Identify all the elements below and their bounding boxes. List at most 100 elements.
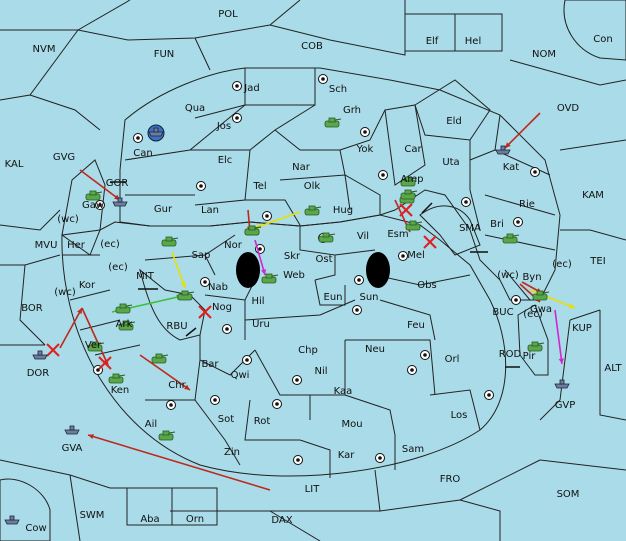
army-unit-icon[interactable] [527,341,545,352]
supply-center-dot [96,368,100,372]
adjacency-arrow-icon [421,202,433,214]
order-arrow-red [139,354,191,391]
supply-center-dot [235,84,239,88]
supply-center-dot [357,278,361,282]
order-arrow-red [79,169,121,201]
province-hel [454,13,503,52]
supply-center-dot [296,458,300,462]
army-unit-icon[interactable] [324,117,342,128]
supply-center-dot [169,403,173,407]
tunnel-east [366,252,390,288]
supply-center-dot [423,353,427,357]
army-unit-icon[interactable] [151,353,169,364]
province-pir [517,304,549,376]
supply-center-dot [213,398,217,402]
supply-center-dot [363,130,367,134]
order-arrow-red-head [77,308,82,314]
army-unit-icon[interactable] [115,303,133,314]
fleet-unit-icon[interactable] [112,197,128,207]
supply-center-dot [235,116,239,120]
order-arrow-red [87,434,271,491]
order-arrow-pink-head [261,269,267,275]
order-arrow-red-head [505,142,511,148]
supply-center-dot [381,173,385,177]
province-con [563,0,626,61]
supply-center-dot [355,308,359,312]
order-arrow-pink [254,239,266,276]
province-orn [171,487,218,526]
army-unit-icon[interactable] [161,236,179,247]
order-arrow-red [504,112,541,149]
province-cow [0,478,51,541]
supply-center-dot [225,327,229,331]
order-arrow-pink-head [558,358,564,364]
supply-center-dot [321,77,325,81]
supply-center-dot [258,247,262,251]
army-unit-icon[interactable] [85,190,103,201]
province-borders [62,68,556,478]
province-car [384,104,426,186]
order-arrow-red-head [88,434,94,440]
order-arrow-yellow [254,211,301,229]
supply-center-dot [378,456,382,460]
supply-center-dot [245,358,249,362]
supply-centers [93,74,540,465]
army-unit-icon[interactable] [400,176,418,187]
failed-order-x-icon [98,356,112,370]
army-unit-icon[interactable] [261,273,279,284]
supply-center-dot [410,368,414,372]
failed-order-x-icon [46,343,60,357]
order-arrow-red [81,307,109,366]
army-unit-icon[interactable] [400,189,418,200]
order-arrow-yellow [171,251,186,289]
supply-center-dot [514,298,518,302]
failed-order-x-icon [399,203,413,217]
army-unit-icon[interactable] [118,320,136,331]
land-green-region [119,67,561,301]
order-arrow-yellow-head [180,282,186,288]
army-unit-icon[interactable] [87,341,105,352]
army-unit-icon[interactable] [108,373,126,384]
supply-center-dot [533,170,537,174]
supply-center-dot [464,200,468,204]
army-unit-icon[interactable] [405,220,423,231]
supply-center-dot [199,184,203,188]
army-unit-icon[interactable] [177,290,195,301]
fleet-unit-icon[interactable] [4,515,20,525]
supply-center-dot [401,254,405,258]
supply-center-dot [295,378,299,382]
order-arrow-yellow-head [569,303,575,309]
tunnel-west [236,252,260,288]
supply-center-dot [136,136,140,140]
lake-sma [419,205,481,256]
fleet-unit-icon[interactable] [554,379,570,389]
supply-center-dot [265,214,269,218]
order-arrow-red-head [184,384,190,390]
supply-center-dot [203,280,207,284]
army-unit-icon[interactable] [532,290,550,301]
failed-order-x-icon [423,235,437,249]
fleet-unit-icon[interactable] [64,425,80,435]
army-unit-icon[interactable] [244,225,262,236]
supply-center-dot [275,402,279,406]
army-unit-icon[interactable] [158,430,176,441]
order-arrow-red [59,307,83,349]
units [4,117,570,525]
army-unit-icon[interactable] [318,232,336,243]
supply-center-dot [487,393,491,397]
army-unit-icon[interactable] [502,233,520,244]
fleet-unit-icon[interactable] [148,127,164,137]
failed-order-x-icon [198,305,212,319]
adjacency-arrow-icon [185,327,197,337]
supply-center-dot [98,203,102,207]
supply-center-dot [516,220,520,224]
province-eld [414,79,491,141]
order-arrow-pink [554,309,563,365]
fleet-unit-icon[interactable] [32,350,48,360]
lake-rbu [139,268,206,341]
army-unit-icon[interactable] [304,205,322,216]
fleet-unit-icon[interactable] [495,145,511,155]
